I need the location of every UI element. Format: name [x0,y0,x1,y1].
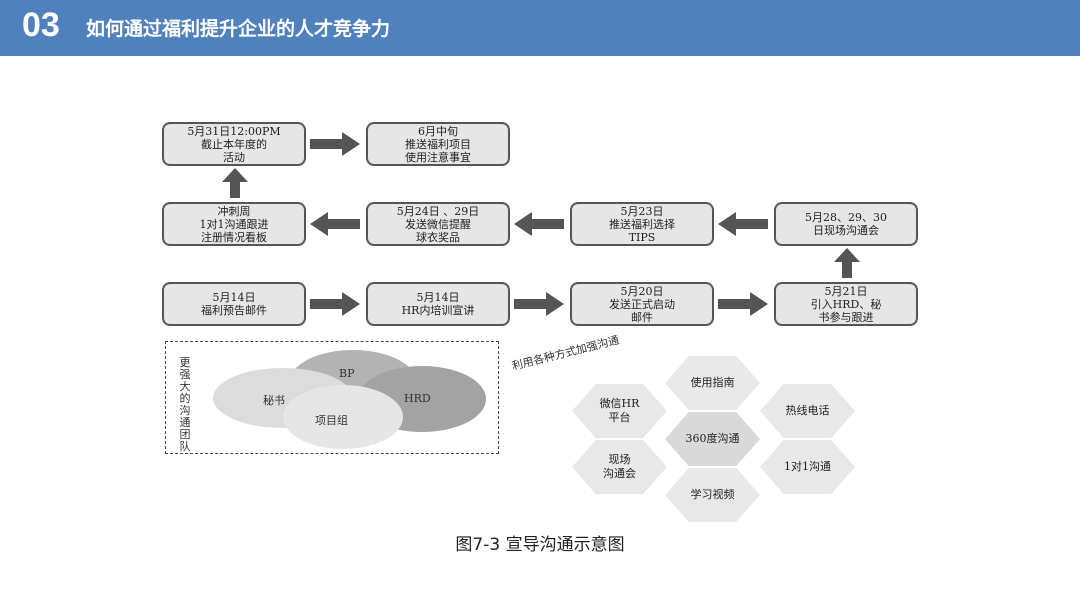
hex-guide: 使用指南 [665,356,760,410]
arrow-up-icon [834,248,860,278]
hex-360: 360度沟通 [665,412,760,466]
arrow-right-icon [310,132,360,156]
venn-hrd: HRD [404,392,431,405]
section-number: 03 [22,6,60,44]
arrow-up-icon [222,168,248,198]
hex-one-on-one: 1对1沟通 [760,440,855,494]
arrow-right-icon [310,292,360,316]
team-panel [165,341,499,454]
flow-box-may20: 5月20日 发送正式启动 邮件 [570,282,714,326]
flow-box-may31: 5月31日12:00PM 截止本年度的 活动 [162,122,306,166]
arrow-right-icon [718,292,768,316]
venn-bp: BP [339,367,355,380]
arrow-left-icon [718,212,768,236]
team-label: 更强大的沟通团队 [179,356,191,453]
figure-caption: 图7-3 宣导沟通示意图 [455,535,625,555]
venn-secretary: 秘书 [263,394,285,407]
flow-box-may21: 5月21日 引入HRD、秘 书参与跟进 [774,282,918,326]
arrow-left-icon [310,212,360,236]
flow-box-may28: 5月28、29、30 日现场沟通会 [774,202,918,246]
hex-onsite: 现场 沟通会 [572,440,667,494]
team-venn-diagram [213,350,486,449]
arrow-left-icon [514,212,564,236]
venn-project: 项目组 [315,414,348,427]
hex-hotline: 热线电话 [760,384,855,438]
hex-video: 学习视频 [665,468,760,522]
channels-label: 利用各种方式加强沟通 [510,333,621,373]
page-title: 如何通过福利提升企业的人才竞争力 [86,18,391,40]
flow-box-may24: 5月24日 、29日 发送微信提醒 球衣奖品 [366,202,510,246]
flow-box-mid-june: 6月中旬 推送福利项目 使用注意事宜 [366,122,510,166]
flow-box-may14-email: 5月14日 福利预告邮件 [162,282,306,326]
arrow-right-icon [514,292,564,316]
flow-box-may14-training: 5月14日 HR内培训宣讲 [366,282,510,326]
header-bar: 03 如何通过福利提升企业的人才竞争力 [0,0,1080,56]
flow-box-sprint-week: 冲刺周 1对1沟通跟进 注册情况看板 [162,202,306,246]
hex-wechat: 微信HR 平台 [572,384,667,438]
flow-box-may23: 5月23日 推送福利选择 TIPS [570,202,714,246]
